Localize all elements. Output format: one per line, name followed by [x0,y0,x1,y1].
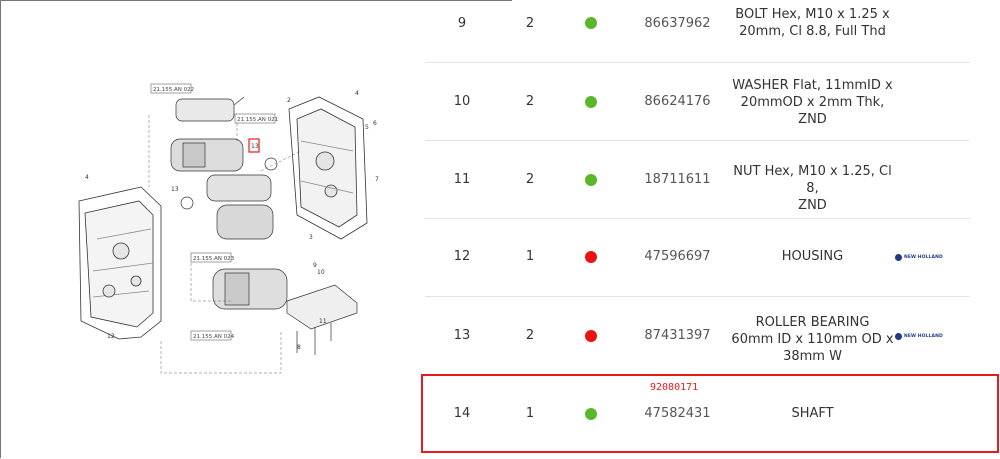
right-housing [288,96,368,240]
callout-label: 21.155.AN 022 [153,87,194,93]
part-number[interactable]: 47582431 [644,406,711,421]
availability-indicator [585,408,597,420]
left-housing [78,186,162,340]
availability-indicator [585,330,597,342]
brand-name: NEW HOLLAND [904,254,943,260]
highlighted-item-marker [248,138,260,153]
item-number: 10 [317,269,325,276]
row-divider [425,140,970,141]
callout-boxes [150,83,276,341]
diagram-drawing: 21.155.AN 022 21.155.AN 021 21.155.AN 02… [78,83,379,374]
item-number: 4 [355,90,359,97]
superseded-part-number[interactable]: 92080171 [650,382,699,393]
item-number: 13 [251,143,259,150]
support-bracket [286,284,358,355]
table-row[interactable]: 11 2 18711611 NUT Hex, M10 x 1.25, Cl 8,… [425,140,1000,218]
selected-row-highlight [421,374,999,453]
row-divider [425,62,970,63]
row-divider [425,296,970,297]
brand-seal-icon [895,253,902,261]
callout-label: 21.155.AN 023 [193,256,235,262]
ref-number: 11 [453,172,471,187]
callout-label: 21.155.AN 024 [193,334,235,340]
item-number: 8 [297,344,301,351]
row-divider [425,218,970,219]
availability-indicator [585,17,597,29]
quantity: 2 [525,172,535,187]
exploded-parts-diagram[interactable]: 21.155.AN 022 21.155.AN 021 21.155.AN 02… [0,0,512,458]
new-holland-logo: NEW HOLLAND [895,252,955,262]
item-number: 2 [287,97,291,104]
item-number: 4 [85,174,89,181]
ref-number: 9 [457,16,467,31]
item-number: 5 [365,124,369,131]
table-row-selected[interactable]: 92080171 14 1 47582431 SHAFT [425,374,1000,454]
part-description: HOUSING [781,249,844,264]
ref-number: 13 [453,328,471,343]
callout-label: 21.155.AN 021 [237,117,278,123]
ref-number: 14 [453,406,471,421]
table-row[interactable]: 12 1 47596697 HOUSING NEW HOLLAND [425,218,1000,296]
availability-indicator [585,96,597,108]
part-number[interactable]: 86624176 [644,94,711,109]
availability-indicator [585,251,597,263]
ref-number: 12 [453,249,471,264]
quantity: 2 [525,16,535,31]
availability-indicator [585,174,597,186]
brand-seal-icon [895,332,902,340]
item-number: 6 [373,120,377,127]
item-number: 7 [375,176,379,183]
quantity: 1 [525,249,535,264]
brand-name: NEW HOLLAND [904,333,943,339]
item-number: 13 [171,186,179,193]
part-number[interactable]: 18711611 [644,172,711,187]
ref-number: 10 [453,94,471,109]
part-description: SHAFT [791,406,834,421]
part-number[interactable]: 87431397 [644,328,711,343]
shaft-assemblies [170,96,288,310]
new-holland-logo: NEW HOLLAND [895,331,955,341]
item-number: 9 [313,262,317,269]
item-number: 12 [107,333,115,340]
part-number[interactable]: 86637962 [644,16,711,31]
quantity: 2 [525,94,535,109]
item-number: 3 [309,234,313,241]
part-number[interactable]: 47596697 [644,249,711,264]
part-description: NUT Hex, M10 x 1.25, Cl 8,ZND [733,164,892,213]
item-number: 11 [319,318,327,325]
quantity: 1 [525,406,535,421]
quantity: 2 [525,328,535,343]
